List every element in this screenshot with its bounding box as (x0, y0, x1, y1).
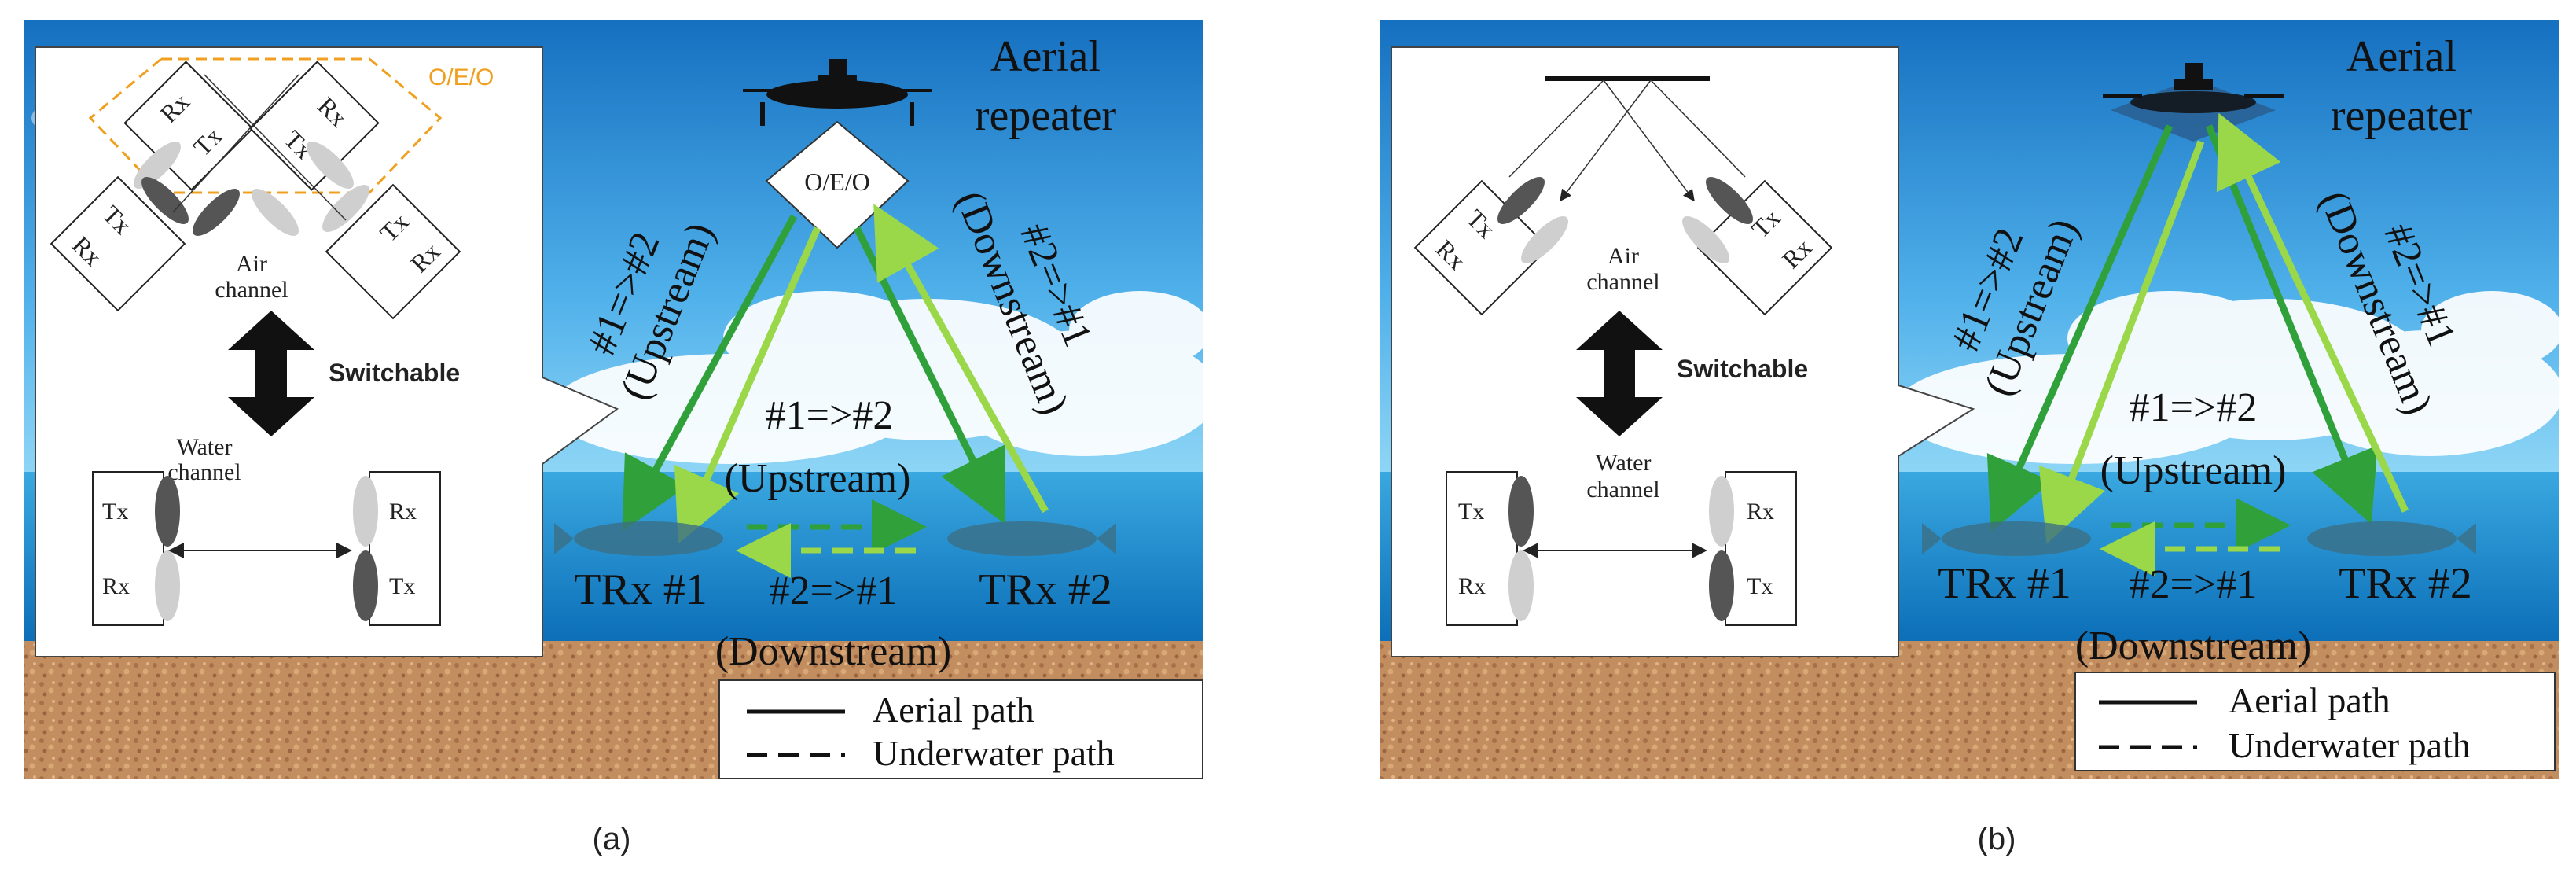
lens-elements (1497, 177, 1753, 263)
air-channel-label-1: Air (1608, 243, 1639, 269)
water-channel-label-2: channel (167, 459, 241, 485)
air-channel-label-2: channel (215, 277, 288, 303)
caption-a: (a) (592, 822, 631, 856)
beam-line (1603, 79, 1695, 202)
oeo-repeater-label: O/E/O (804, 168, 870, 196)
trx1-label: TRx #1 (1938, 559, 2071, 608)
vehicle-trx2-icon (947, 521, 1116, 556)
oeo-repeater-box (765, 120, 910, 249)
legend: Aerial path Underwater path (2074, 672, 2556, 771)
water-transceiver-left: Tx Rx (1446, 471, 1534, 626)
switchable-arrow-icon (1576, 311, 1663, 436)
upstream-path-up (622, 214, 797, 532)
center-upstream-label-2: (Upstream) (725, 456, 911, 501)
panel-a: O/E/O Rx Tx Rx Tx Tx Rx Tx Rx (24, 20, 1218, 779)
center-upstream-label-1: #1=>#2 (766, 393, 894, 438)
air-transceiver-left-top: Rx Tx (123, 61, 254, 191)
air-transceiver-left-bottom: Tx Rx (50, 175, 186, 312)
trx2-label: TRx #2 (979, 565, 1112, 614)
trx1-label: TRx #1 (574, 565, 707, 614)
tx-label: Tx (1747, 573, 1773, 599)
water-channel-label-1: Water (1596, 450, 1652, 476)
water-transceiver-right: Rx Tx (353, 471, 441, 626)
panel-b: Tx Rx Tx Rx Air channel Switchable Water… (1380, 20, 2563, 779)
vehicle-trx1-icon (1922, 521, 2091, 556)
switchable-label: Switchable (329, 359, 460, 387)
trx2-label: TRx #2 (2339, 559, 2472, 608)
water-channel-label-2: channel (1586, 477, 1659, 503)
rx-label: Rx (389, 499, 417, 525)
air-channel-label-2: channel (1586, 269, 1659, 295)
upstream-path-up (1986, 124, 2174, 532)
water-channel-label-1: Water (177, 434, 233, 460)
vehicle-trx2-icon (2307, 521, 2476, 556)
legend-dashed-label: Underwater path (2229, 725, 2471, 765)
switchable-label: Switchable (1677, 355, 1808, 383)
upstream-path-down (2038, 140, 2205, 544)
center-downstream-label-2: (Downstream) (2075, 624, 2311, 668)
beam-line (1650, 79, 1746, 178)
caption-b: (b) (1977, 822, 2016, 856)
aerial-repeater-label-1: Aerial (990, 32, 1101, 81)
air-channel-label-1: Air (236, 251, 267, 277)
legend-solid-label: Aerial path (2229, 680, 2390, 720)
beam-line (1508, 79, 1604, 178)
legend-solid-label: Aerial path (873, 690, 1034, 730)
water-transceiver-right: Rx Tx (1709, 471, 1797, 626)
tx-label: Tx (1458, 499, 1484, 525)
center-upstream-label-1: #1=>#2 (2130, 385, 2258, 430)
aerial-repeater-label-2: repeater (2331, 91, 2473, 140)
switchable-arrow-icon (228, 311, 314, 436)
beam-line (204, 74, 347, 221)
rx-label: Rx (102, 573, 130, 599)
legend: Aerial path Underwater path (718, 679, 1203, 779)
inset-callout (1391, 46, 1975, 657)
tx-label: Tx (102, 499, 128, 525)
center-upstream-label-2: (Upstream) (2100, 448, 2287, 493)
upstream-path-down (674, 226, 821, 544)
downstream-path-up (873, 204, 1049, 514)
drone-icon (743, 59, 932, 126)
aerial-repeater-label-2: repeater (975, 91, 1117, 140)
water-transceiver-left: Tx Rx (92, 471, 180, 626)
beam-line (1560, 79, 1652, 202)
inset-callout (35, 46, 619, 657)
rx-label: Rx (1458, 573, 1486, 599)
oeo-dashed-outline (88, 57, 443, 194)
tx-label: Tx (389, 573, 415, 599)
aerial-repeater-label-1: Aerial (2346, 32, 2457, 81)
legend-dashed-label: Underwater path (873, 733, 1115, 773)
center-downstream-label-1: #2=>#1 (770, 569, 898, 613)
rx-label: Rx (1747, 499, 1774, 525)
air-transceiver-right-bottom: Tx Rx (325, 183, 461, 320)
center-downstream-label-2: (Downstream) (715, 629, 951, 674)
oeo-inset-label: O/E/O (428, 64, 494, 90)
vehicle-trx1-icon (554, 521, 723, 556)
lens-elements (134, 142, 369, 236)
center-downstream-label-1: #2=>#1 (2130, 562, 2258, 607)
beam-line (172, 74, 299, 213)
downstream-path-up (2216, 112, 2409, 513)
